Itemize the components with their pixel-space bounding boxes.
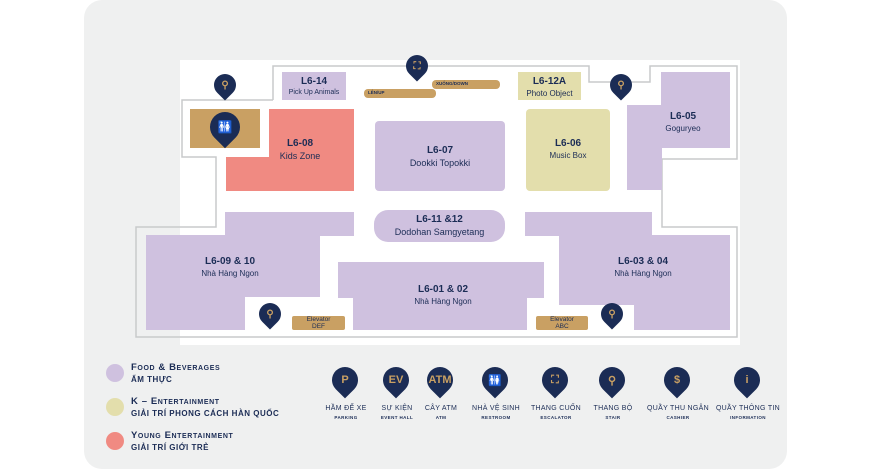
room-l6-01-02[interactable] <box>338 262 544 298</box>
room-l6-11-12[interactable] <box>374 210 505 242</box>
room-l6-08[interactable] <box>269 109 354 191</box>
restroom-icon: 🚻 <box>476 361 514 399</box>
cashier-icon: $ <box>658 361 696 399</box>
amenity-label-en: ATM <box>435 415 447 420</box>
amenity-label-en: Event Hall <box>380 415 414 420</box>
room-l6-08-part[interactable] <box>226 157 270 191</box>
amenity-label-vi: Sự kiện <box>381 405 413 412</box>
amenity-label-en: Restroom <box>481 415 511 420</box>
room-l6-09-10-part[interactable] <box>146 235 320 297</box>
room-l6-05[interactable] <box>661 72 730 148</box>
k-entertainment-swatch <box>106 398 124 416</box>
room-l6-03-04[interactable] <box>525 212 652 236</box>
room-l6-07[interactable] <box>375 121 505 191</box>
stair-icon: ⚲ <box>593 361 631 399</box>
amenity-label-vi: Quầy thông tin <box>715 405 781 412</box>
legend-subtitle: Giải trí phong cách Hàn Quốc <box>131 409 280 418</box>
room-l6-09-10-part2[interactable] <box>146 296 245 330</box>
legend-subtitle: Ẩm thực <box>131 375 173 384</box>
room-l6-12a[interactable] <box>518 72 581 100</box>
stair-pin-icon[interactable]: ⚲ <box>209 69 241 101</box>
escalator-icon: ⛶ <box>536 361 574 399</box>
room-l6-14[interactable] <box>282 72 346 100</box>
room-l6-09-10[interactable] <box>225 212 354 236</box>
information-icon: i <box>728 361 766 399</box>
restroom-pin-icon[interactable]: 🚻 <box>203 105 247 149</box>
food-swatch <box>106 364 124 382</box>
amenity-label-en: Cashier <box>666 415 690 420</box>
escalator-pin-icon[interactable]: ⛶ <box>401 50 433 82</box>
ramp-up: LÊN/UP <box>364 89 436 98</box>
amenity-label-vi: Hầm để xe <box>325 405 367 412</box>
amenity-label-en: Escalator <box>540 415 572 420</box>
amenity-label-vi: Cây ATM <box>424 405 458 412</box>
amenity-label-vi: Nhà vệ sinh <box>471 405 521 412</box>
room-l6-06[interactable] <box>526 109 610 191</box>
event-hall-icon: EV <box>377 361 415 399</box>
legend-subtitle: Giải trí giới trẻ <box>131 443 209 452</box>
amenity-label-vi: Thang cuốn <box>530 405 582 412</box>
room-l6-05-part[interactable] <box>627 105 662 190</box>
atm-icon: ATM <box>421 361 459 399</box>
stair-pin-icon[interactable]: ⚲ <box>254 298 286 330</box>
ramp-down: XUỐNG/DOWN <box>432 80 500 89</box>
room-l6-01-02-part[interactable] <box>353 296 527 330</box>
amenity-label-en: Information <box>730 415 766 420</box>
stair-pin-icon[interactable]: ⚲ <box>605 69 637 101</box>
room-l6-03-04-part2[interactable] <box>634 303 730 330</box>
amenity-label-vi: Thang bộ <box>593 405 633 412</box>
amenity-label-vi: Quầy thu ngân <box>647 405 709 412</box>
legend-title: Young Entertainment <box>131 430 234 441</box>
legend-title: Food & Beverages <box>131 362 221 373</box>
young-entertainment-swatch <box>106 432 124 450</box>
room-l6-03-04-part[interactable] <box>559 235 730 305</box>
stair-pin-icon[interactable]: ⚲ <box>596 298 628 330</box>
parking-icon: P <box>326 361 364 399</box>
legend-title: K – Entertainment <box>131 396 220 407</box>
amenity-label-en: Parking <box>334 415 358 420</box>
amenity-label-en: Stair <box>605 415 621 420</box>
